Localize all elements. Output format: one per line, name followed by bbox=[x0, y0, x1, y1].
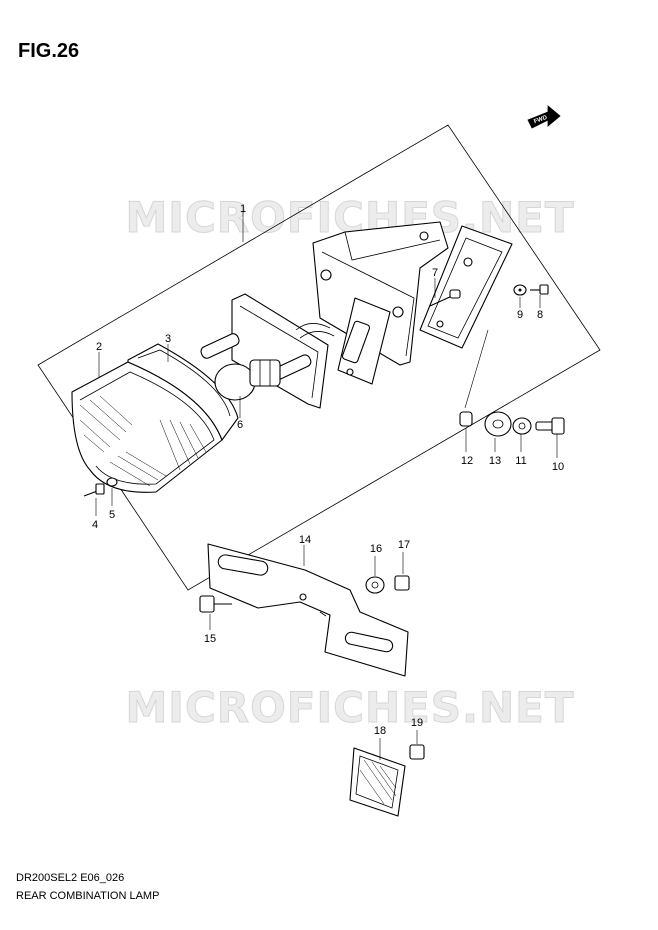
leader-lines bbox=[95, 212, 558, 760]
lens-part bbox=[71, 361, 223, 493]
callout-19: 19 bbox=[411, 717, 423, 729]
socket-part bbox=[200, 293, 335, 409]
callout-labels: 1 2 3 4 5 6 7 8 9 10 11 12 13 14 15 16 1… bbox=[92, 203, 564, 737]
washer-9 bbox=[513, 284, 527, 296]
callout-1: 1 bbox=[240, 203, 246, 215]
screw-7 bbox=[429, 289, 461, 307]
watermark-bottom: MICROFICHES.NET bbox=[126, 683, 575, 732]
reflector-part bbox=[349, 747, 406, 817]
nut-17 bbox=[394, 575, 410, 591]
assembly-outline bbox=[37, 124, 601, 591]
callout-4: 4 bbox=[92, 519, 98, 531]
nut-19 bbox=[409, 744, 425, 760]
callout-15: 15 bbox=[204, 633, 216, 645]
callout-5: 5 bbox=[109, 509, 115, 521]
gasket-part bbox=[127, 343, 239, 441]
callout-18: 18 bbox=[374, 725, 386, 737]
diagram-name: REAR COMBINATION LAMP bbox=[16, 890, 160, 902]
grommet-13 bbox=[484, 411, 512, 437]
bulb-part bbox=[214, 359, 281, 401]
license-bracket-part bbox=[207, 543, 409, 677]
callout-17: 17 bbox=[398, 539, 410, 551]
housing-part bbox=[312, 221, 449, 366]
fwd-arrow-icon: FWD bbox=[527, 105, 561, 129]
bolt-8 bbox=[530, 284, 549, 295]
washer-11 bbox=[512, 417, 532, 435]
mount-plate-part bbox=[337, 297, 391, 385]
reflector-bracket-part bbox=[419, 225, 513, 349]
diagram-code: DR200SEL2 E06_026 bbox=[16, 872, 125, 884]
fwd-label: FWD bbox=[533, 115, 549, 126]
washer-16 bbox=[365, 576, 385, 594]
washer-5 bbox=[106, 477, 118, 487]
callout-11: 11 bbox=[515, 455, 526, 467]
callout-2: 2 bbox=[96, 341, 102, 353]
screw-4 bbox=[83, 483, 105, 497]
callout-16: 16 bbox=[370, 543, 382, 555]
bolt-10 bbox=[535, 417, 565, 435]
callout-7: 7 bbox=[432, 267, 438, 279]
callout-13: 13 bbox=[489, 455, 501, 467]
callout-3: 3 bbox=[165, 333, 171, 345]
callout-12: 12 bbox=[461, 455, 473, 467]
callout-6: 6 bbox=[237, 419, 243, 431]
bolt-15 bbox=[199, 595, 232, 613]
callout-14: 14 bbox=[299, 534, 311, 546]
callout-8: 8 bbox=[537, 309, 543, 321]
callout-9: 9 bbox=[517, 309, 523, 321]
callout-10: 10 bbox=[552, 461, 564, 473]
figure-title: FIG.26 bbox=[18, 40, 80, 62]
collar-12 bbox=[459, 411, 473, 427]
